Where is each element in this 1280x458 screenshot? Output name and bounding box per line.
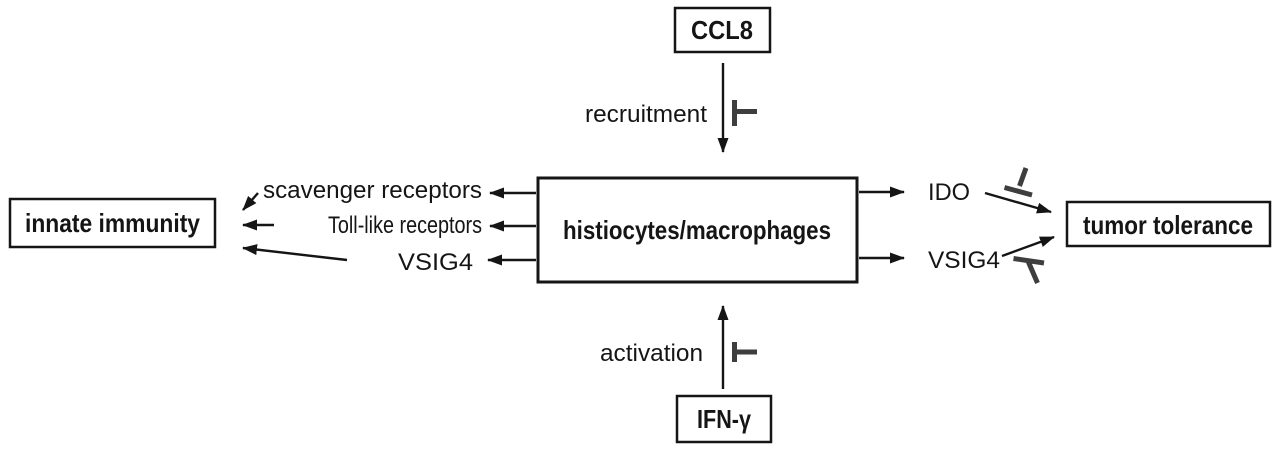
vsig4-right-label: VSIG4 xyxy=(928,247,1000,274)
innate-immunity-node-box xyxy=(8,197,217,249)
tumor-tolerance-node-box xyxy=(1065,200,1272,248)
recruitment-label: recruitment xyxy=(585,101,707,128)
innate-immunity-node-label: innate immunity xyxy=(25,208,200,238)
toll-like-receptors-label: Toll-like receptors xyxy=(328,212,482,239)
ccl8-node-box xyxy=(673,6,772,54)
inhibition-tbar-recruitment-icon xyxy=(732,100,757,126)
inhibition-tbar-ido-icon xyxy=(1003,167,1033,198)
arrow-scavenger-receptors-to-innate-immunity xyxy=(242,192,259,211)
inhibition-tbar-activation-icon xyxy=(732,342,757,362)
tumor-tolerance-node-label: tumor tolerance xyxy=(1083,210,1253,240)
arrow-vsig4-left-to-innate-immunity xyxy=(242,244,348,262)
ccl8-node-label: CCL8 xyxy=(691,15,753,45)
arrow-vsig4-right-to-tumor-tolerance xyxy=(1001,235,1055,258)
ido-label: IDO xyxy=(928,179,970,206)
arrow-ido-to-tumor-tolerance xyxy=(984,191,1052,214)
macrophages-node-box xyxy=(536,176,859,284)
inhibition-tbar-vsig4-icon xyxy=(1013,256,1045,284)
scavenger-receptors-label: scavenger receptors xyxy=(263,177,482,204)
vsig4-left-label: VSIG4 xyxy=(398,249,473,276)
ifn-gamma-node-box xyxy=(675,394,773,444)
macrophages-node-label: histiocytes/macrophages xyxy=(563,215,831,245)
activation-label: activation xyxy=(600,340,703,367)
ifn-gamma-node-label: IFN-γ xyxy=(697,404,751,434)
